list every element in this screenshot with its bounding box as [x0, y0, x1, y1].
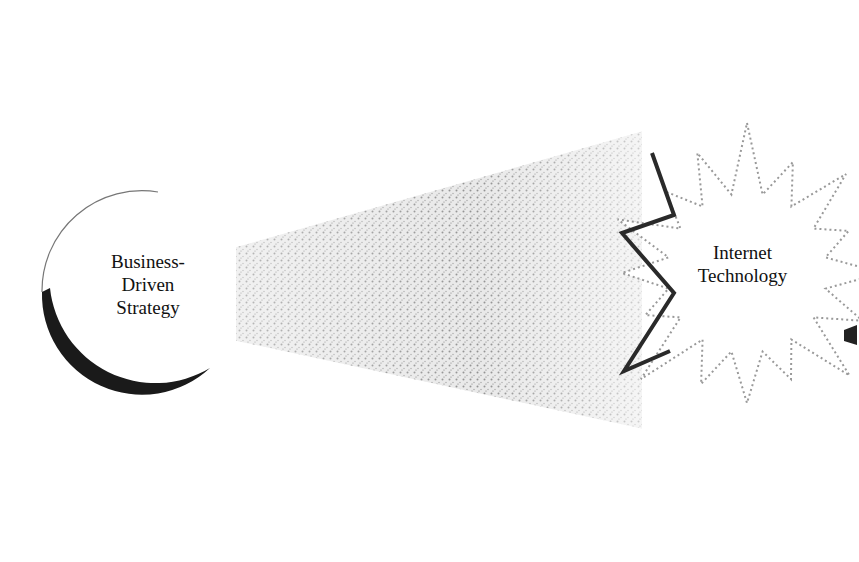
burst-edge — [622, 153, 674, 371]
beam-fade — [236, 132, 642, 429]
burst-wedge — [844, 325, 857, 345]
light-beam — [236, 132, 642, 429]
beam-fill — [236, 132, 642, 429]
technology-burst: Internet Technology — [612, 145, 857, 415]
node-label: Business-Driven Strategy — [98, 250, 198, 319]
burst-rays — [618, 123, 859, 403]
strategy-circle: Business-Driven Strategy — [38, 188, 242, 400]
node-label: Internet Technology — [680, 241, 805, 287]
